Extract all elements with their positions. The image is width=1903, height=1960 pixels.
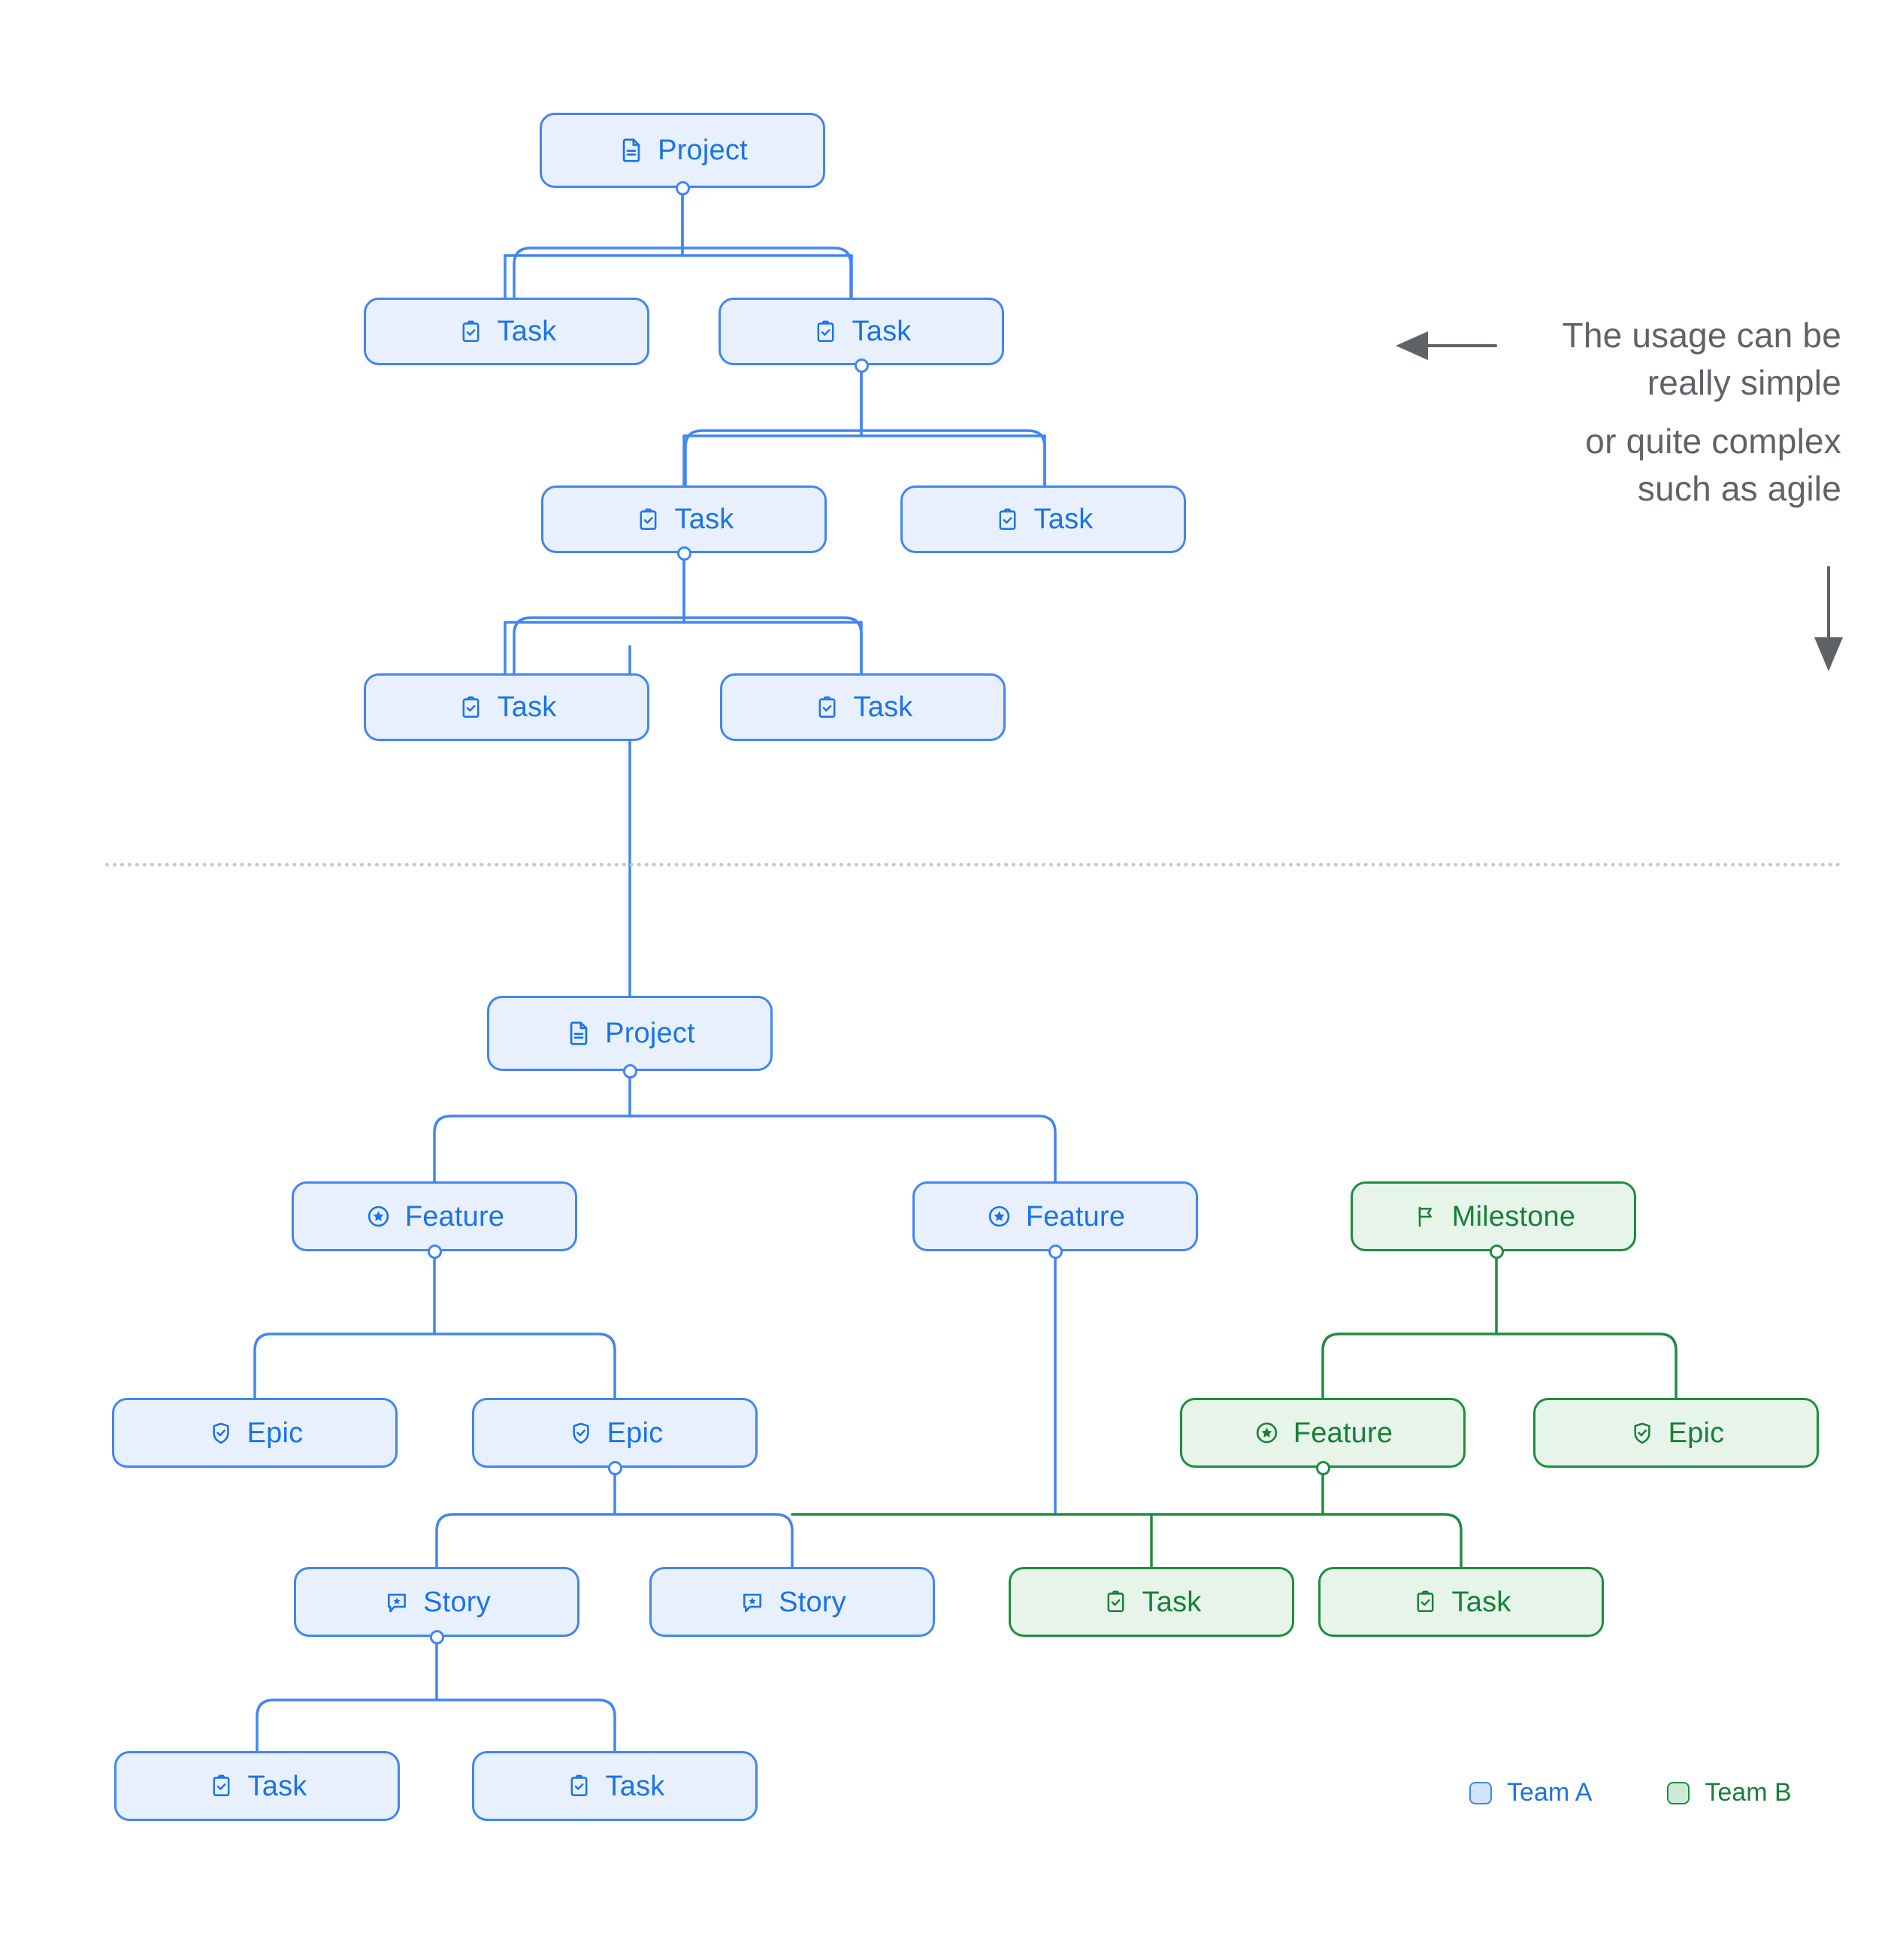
node-epic-2[interactable]: Epic — [472, 1398, 758, 1468]
node-project-simple[interactable]: Project — [540, 113, 825, 188]
legend: Team A Team B — [1469, 1778, 1792, 1807]
node-label: Task — [674, 504, 734, 535]
node-label: Task — [1142, 1586, 1202, 1618]
annotation-line-3: or quite complex — [1585, 421, 1841, 461]
legend-label: Team B — [1705, 1778, 1792, 1807]
shield-check-icon — [567, 1419, 595, 1447]
node-label: Task — [247, 1770, 307, 1802]
node-label: Task — [853, 691, 913, 723]
star-circle-icon — [985, 1202, 1014, 1231]
node-port — [608, 1461, 622, 1475]
clipboard-check-icon — [812, 317, 840, 346]
node-feature-complex-1[interactable]: Feature — [292, 1181, 577, 1251]
node-label: Feature — [1293, 1417, 1393, 1449]
node-port — [430, 1630, 444, 1644]
node-epic-1[interactable]: Epic — [112, 1398, 398, 1468]
node-label: Task — [605, 1770, 665, 1802]
shield-check-icon — [207, 1419, 235, 1447]
node-port — [1490, 1245, 1504, 1259]
clipboard-check-icon — [457, 317, 486, 346]
document-icon — [617, 136, 646, 165]
node-label: Task — [497, 691, 557, 723]
clipboard-check-icon — [813, 693, 842, 721]
legend-item-team-a[interactable]: Team A — [1469, 1778, 1592, 1807]
node-task-simple-3[interactable]: Task — [541, 485, 827, 553]
legend-label: Team A — [1507, 1778, 1593, 1807]
flag-icon — [1411, 1202, 1440, 1231]
node-port — [676, 181, 690, 195]
node-label: Epic — [1668, 1417, 1725, 1449]
node-label: Task — [1033, 504, 1094, 535]
node-label: Epic — [607, 1417, 664, 1449]
document-icon — [564, 1019, 593, 1048]
clipboard-check-icon — [1102, 1588, 1130, 1617]
node-label: Project — [605, 1018, 695, 1049]
node-task-simple-1[interactable]: Task — [364, 298, 649, 365]
node-task-blue-2[interactable]: Task — [472, 1751, 758, 1821]
node-label: Story — [779, 1586, 846, 1618]
comment-star-icon — [738, 1588, 767, 1617]
node-label: Story — [423, 1586, 491, 1618]
usage-annotation: The usage can be really simple or quite … — [1405, 312, 1841, 513]
section-divider — [105, 863, 1841, 867]
annotation-line-2: really simple — [1647, 363, 1841, 403]
clipboard-check-icon — [1411, 1588, 1440, 1617]
node-project-complex[interactable]: Project — [487, 996, 773, 1071]
node-epic-green[interactable]: Epic — [1533, 1398, 1819, 1468]
comment-star-icon — [383, 1588, 411, 1617]
node-story-1[interactable]: Story — [294, 1567, 579, 1637]
legend-swatch-icon — [1469, 1781, 1492, 1804]
node-label: Task — [852, 316, 912, 347]
node-port — [1048, 1245, 1063, 1259]
node-label: Milestone — [1451, 1200, 1576, 1233]
node-label: Epic — [247, 1417, 304, 1449]
annotation-line-1: The usage can be — [1562, 316, 1841, 355]
node-label: Task — [1451, 1586, 1511, 1618]
clipboard-check-icon — [207, 1772, 236, 1801]
legend-swatch-icon — [1667, 1781, 1690, 1804]
node-task-green-1[interactable]: Task — [1009, 1567, 1294, 1637]
clipboard-check-icon — [457, 693, 486, 721]
node-task-simple-5[interactable]: Task — [364, 673, 649, 741]
node-task-simple-6[interactable]: Task — [720, 673, 1006, 741]
node-milestone[interactable]: Milestone — [1351, 1181, 1636, 1251]
node-label: Feature — [1025, 1200, 1126, 1233]
node-port — [623, 1064, 637, 1078]
annotation-line-4: such as agile — [1637, 469, 1841, 509]
clipboard-check-icon — [994, 505, 1022, 534]
legend-item-team-b[interactable]: Team B — [1667, 1778, 1792, 1807]
shield-check-icon — [1628, 1419, 1656, 1447]
node-feature-complex-2[interactable]: Feature — [912, 1181, 1198, 1251]
node-label: Feature — [404, 1200, 505, 1233]
clipboard-check-icon — [634, 505, 663, 534]
node-story-2[interactable]: Story — [649, 1567, 935, 1637]
star-circle-icon — [365, 1202, 393, 1231]
node-task-simple-4[interactable]: Task — [900, 485, 1186, 553]
node-task-simple-2[interactable]: Task — [719, 298, 1004, 365]
node-label: Project — [658, 135, 748, 166]
node-port — [428, 1245, 442, 1259]
node-task-green-2[interactable]: Task — [1318, 1567, 1604, 1637]
clipboard-check-icon — [565, 1772, 594, 1801]
node-port — [677, 546, 691, 561]
node-port — [855, 358, 869, 373]
node-task-blue-1[interactable]: Task — [114, 1751, 400, 1821]
node-feature-green[interactable]: Feature — [1180, 1398, 1466, 1468]
node-label: Task — [497, 316, 557, 347]
star-circle-icon — [1253, 1419, 1281, 1447]
node-port — [1316, 1461, 1330, 1475]
